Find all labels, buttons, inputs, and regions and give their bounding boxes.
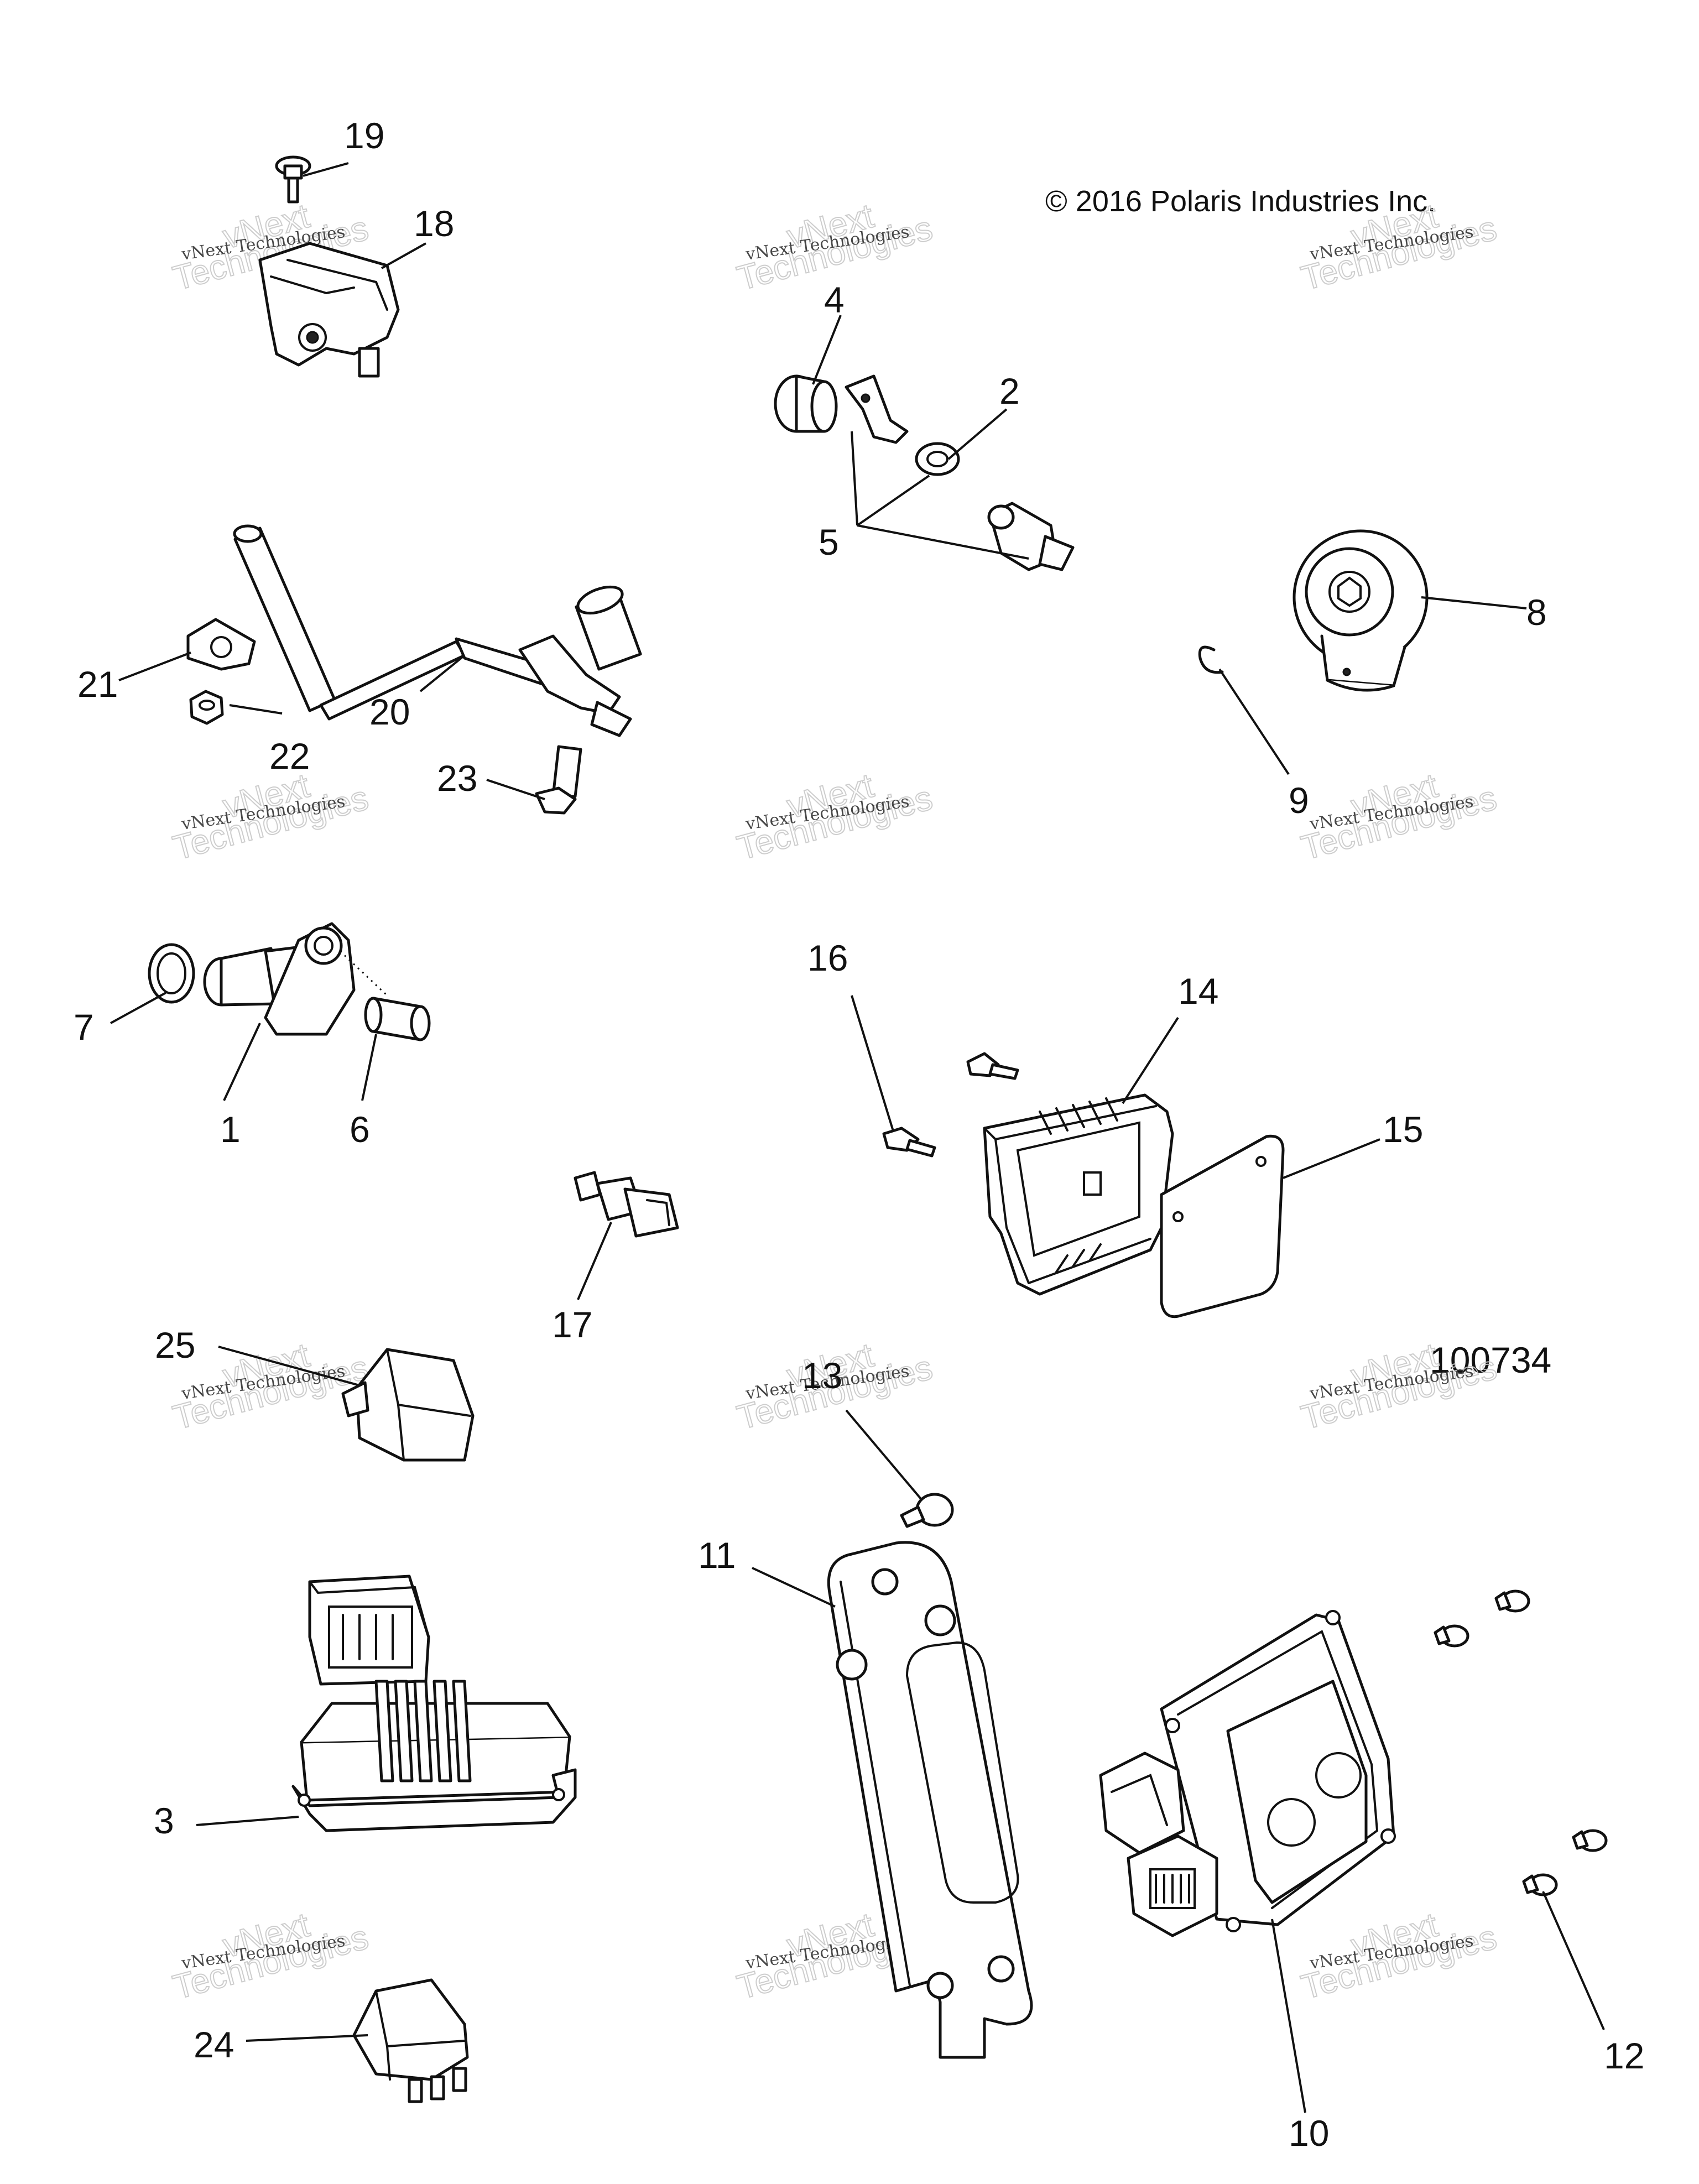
callout-7: 7 xyxy=(74,1007,94,1047)
part-16-screw xyxy=(882,1127,936,1158)
leader-lines xyxy=(110,162,1605,2113)
part-2-washer xyxy=(915,442,960,476)
part-10-ecu xyxy=(1099,1610,1396,1937)
callout-labels: 1 2 3 4 5 6 7 8 9 10 11 12 13 14 15 16 1… xyxy=(74,115,1644,2154)
callout-1: 1 xyxy=(220,1109,241,1150)
part-19-bolt xyxy=(275,155,311,204)
callout-21: 21 xyxy=(77,664,118,705)
part-11-bracket xyxy=(827,1541,1033,2059)
diagram-number: 100734 xyxy=(1430,1339,1551,1380)
part-4-plug xyxy=(774,374,838,433)
callout-12: 12 xyxy=(1604,2035,1644,2076)
callout-14: 14 xyxy=(1178,971,1218,1012)
part-13-rivet xyxy=(900,1493,954,1528)
callout-11: 11 xyxy=(698,1535,736,1576)
part-12-screw-a xyxy=(1494,1589,1530,1613)
callout-10: 10 xyxy=(1289,2113,1329,2154)
part-12-screw-c xyxy=(1572,1829,1608,1852)
callout-19: 19 xyxy=(344,115,384,156)
part-15-gasket xyxy=(1160,1134,1285,1318)
callout-6: 6 xyxy=(350,1109,370,1150)
callout-18: 18 xyxy=(414,203,454,244)
part-5-tab-bracket xyxy=(845,374,909,444)
part-21-clamp xyxy=(186,618,256,671)
callout-16: 16 xyxy=(807,937,848,978)
callout-17: 17 xyxy=(552,1304,592,1345)
part-7-o-ring xyxy=(148,943,195,1004)
callout-5: 5 xyxy=(819,522,839,562)
callout-4: 4 xyxy=(824,279,845,320)
part-9-clip xyxy=(1198,645,1224,674)
callout-23: 23 xyxy=(437,758,477,799)
part-3-module xyxy=(291,1575,577,1832)
copyright-notice: © 2016 Polaris Industries Inc. xyxy=(1045,185,1436,218)
callout-15: 15 xyxy=(1383,1109,1423,1150)
part-25-relay xyxy=(341,1348,475,1462)
callout-8: 8 xyxy=(1526,592,1547,633)
callout-22: 22 xyxy=(269,736,310,776)
part-22-nut xyxy=(189,690,224,725)
part-20-speed-sensor xyxy=(233,524,642,737)
callout-2: 2 xyxy=(999,371,1020,411)
part-16-screw-alt xyxy=(966,1052,1019,1080)
callout-20: 20 xyxy=(369,691,410,732)
part-14-housing xyxy=(983,1093,1174,1296)
part-12-screw-b xyxy=(1434,1624,1469,1648)
part-8-knock-sensor xyxy=(1293,529,1429,692)
callout-24: 24 xyxy=(194,2024,234,2065)
part-17-temp-sensor xyxy=(574,1171,679,1238)
part-23-bolt xyxy=(535,745,582,815)
callout-25: 25 xyxy=(155,1325,195,1365)
part-6-bushing xyxy=(339,950,431,1041)
callout-13: 13 xyxy=(802,1355,842,1396)
part-24-switch xyxy=(352,1978,469,2103)
part-5-sensor xyxy=(987,502,1075,571)
part-18-map-sensor xyxy=(258,242,400,378)
part-1-cam-sensor xyxy=(203,922,356,1036)
callout-9: 9 xyxy=(1289,780,1309,821)
callout-3: 3 xyxy=(154,1800,174,1841)
part-12-screw-d xyxy=(1522,1873,1558,1896)
